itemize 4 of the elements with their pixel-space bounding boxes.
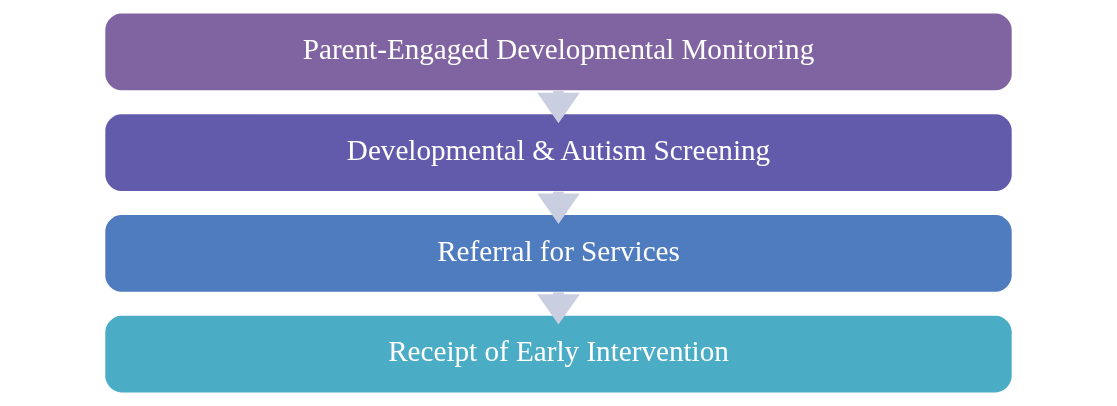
node-box: Receipt of Early Intervention — [105, 315, 1012, 393]
node-box: Parent-Engaged Developmental Monitoring — [105, 13, 1012, 91]
node-box: Referral for Services — [105, 214, 1012, 292]
node-box: Developmental & Autism Screening — [105, 114, 1012, 192]
